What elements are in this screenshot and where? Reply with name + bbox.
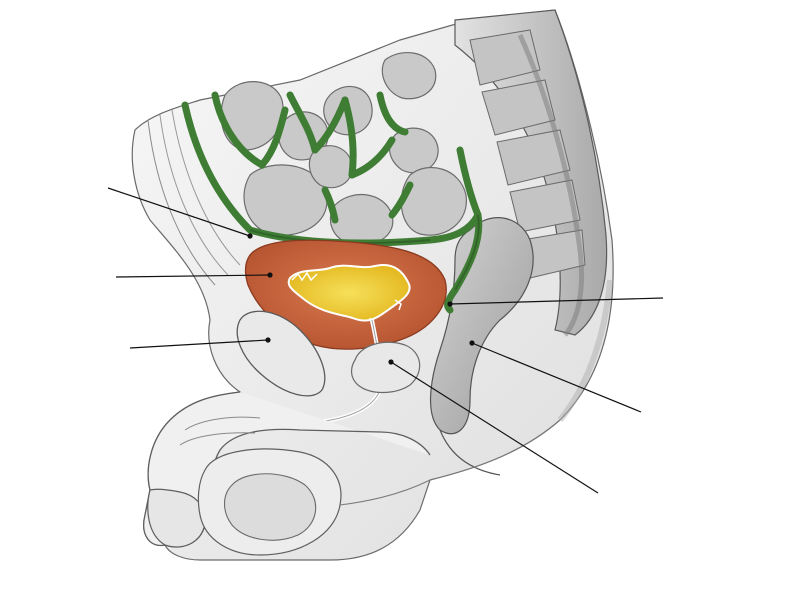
corpus-line [179, 416, 261, 446]
abdominal-wall-line [159, 114, 229, 276]
rectum [430, 217, 534, 435]
buttock-shade [557, 279, 613, 422]
leader-dot-peritoneum [247, 233, 253, 239]
leader-line-rectovesical-pouch [449, 297, 664, 305]
testis [223, 473, 317, 541]
leader-line-pubic-symphysis [129, 339, 269, 349]
perineum [339, 419, 561, 506]
spinal-canal [517, 33, 585, 337]
anal-canal [439, 429, 501, 476]
leader-dot-prostate [388, 359, 394, 365]
leader-dot-rectum [469, 340, 475, 346]
leader-line-bladder-wall [115, 274, 271, 278]
leader-dot-bladder-wall [267, 272, 273, 278]
leader-lines [107, 187, 664, 494]
bladder-lumen [287, 264, 411, 322]
leader-line-prostate [390, 361, 599, 494]
leader-dot-pubic-symphysis [265, 337, 271, 343]
abdominal-wall-line [171, 109, 241, 266]
leader-dot-rectovesical-pouch [447, 301, 453, 307]
prostate [351, 341, 421, 394]
leader-line-rectum [471, 342, 642, 413]
leader-line-peritoneum [107, 187, 251, 237]
sacral-vertebrae [469, 29, 586, 279]
pubic-symphysis [236, 310, 326, 397]
